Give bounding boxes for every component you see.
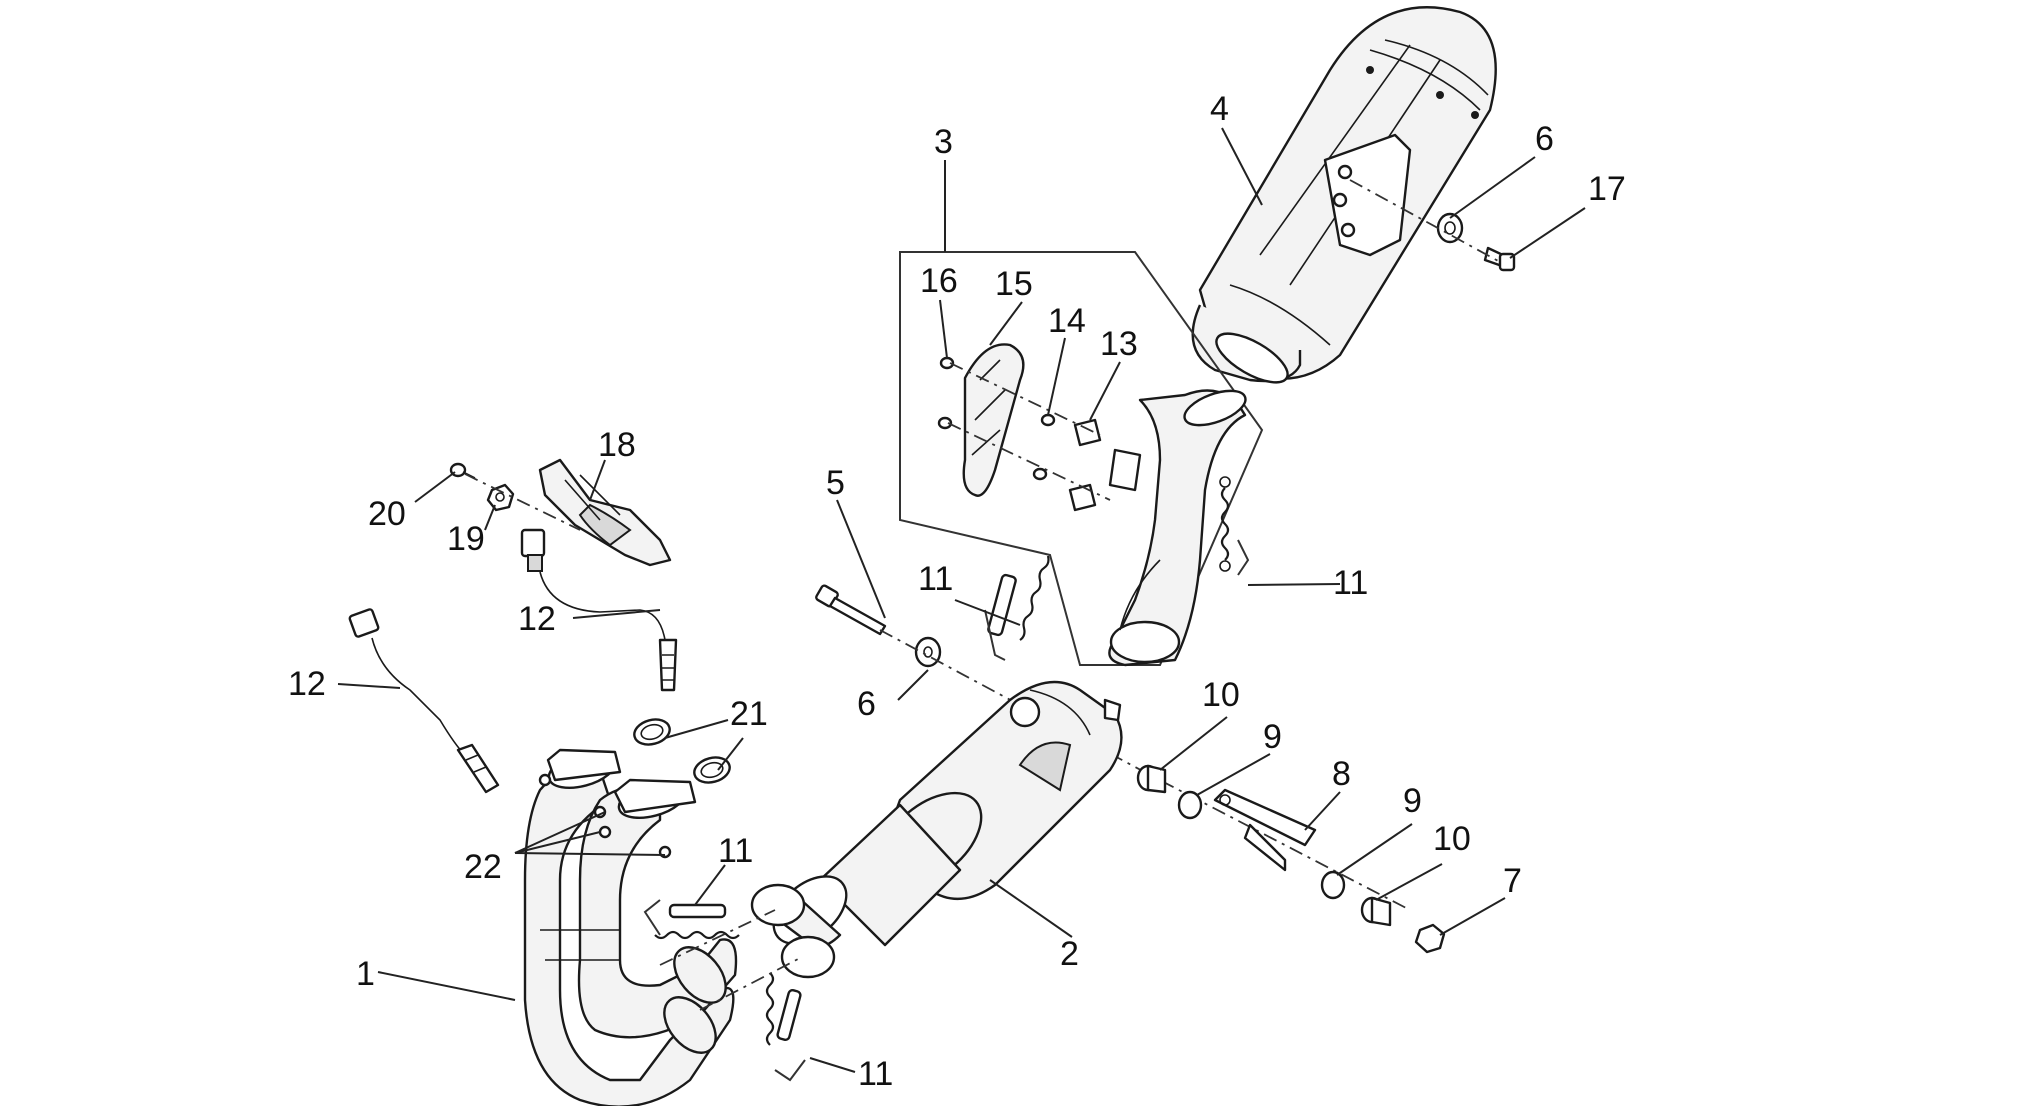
callout-14: 14 (1048, 302, 1086, 340)
callout-16: 16 (920, 262, 958, 300)
part-heat-shield (962, 343, 1025, 497)
part-exhaust-headers (523, 748, 738, 1106)
part-spring-middle (984, 555, 1050, 661)
callout-22: 22 (464, 848, 502, 886)
callout-12a: 12 (518, 600, 556, 638)
part-washer-upper (1436, 212, 1464, 244)
callout-11b: 11 (918, 560, 953, 598)
part-clip-13 (1068, 418, 1102, 512)
callout-13: 13 (1100, 325, 1138, 363)
callout-17: 17 (1588, 170, 1626, 208)
part-link-pipe (1108, 389, 1247, 667)
part-lambda-sensor-lower (348, 608, 500, 794)
part-silencer-upper (1191, 6, 1497, 384)
callout-9b: 9 (1403, 782, 1422, 820)
callout-6a: 6 (1535, 120, 1554, 158)
part-washer-lower (914, 636, 942, 668)
part-nut-19 (486, 483, 515, 512)
leader-lines (337, 127, 1586, 1073)
part-bolt-long (815, 584, 887, 636)
part-sensor-bracket (538, 458, 672, 567)
part-washer-14 (1032, 413, 1056, 481)
part-lambda-sensor-upper (520, 528, 678, 692)
part-gasket-21 (633, 718, 731, 784)
callout-1: 1 (356, 955, 375, 993)
callout-labels: 1 2 3 4 5 6 6 7 8 9 9 10 10 11 11 11 11 … (288, 90, 1626, 1093)
part-collector-silencer (750, 680, 1123, 979)
part-washer-9-upper (1177, 790, 1203, 820)
part-washer-9-lower (1320, 870, 1346, 900)
part-bolt-upper (1483, 246, 1516, 272)
callout-10b: 10 (1433, 820, 1471, 858)
callout-15: 15 (995, 265, 1033, 303)
callout-19: 19 (447, 520, 485, 558)
callout-4: 4 (1210, 90, 1229, 128)
part-screw-20 (449, 462, 476, 479)
callout-11a: 11 (1333, 564, 1368, 602)
callout-8: 8 (1332, 755, 1351, 793)
callout-18: 18 (598, 426, 636, 464)
callout-7: 7 (1503, 862, 1522, 900)
callout-11c: 11 (718, 832, 753, 870)
kit-3-boundary (899, 251, 1264, 666)
callout-12b: 12 (288, 665, 326, 703)
part-spacer-10-lower (1360, 896, 1392, 927)
callout-20: 20 (368, 495, 406, 533)
callout-5: 5 (826, 464, 845, 502)
part-spring-left (643, 899, 740, 940)
part-spring-right (1219, 476, 1250, 576)
part-bracket-8 (1213, 788, 1317, 872)
callout-9a: 9 (1263, 718, 1282, 756)
callout-2: 2 (1060, 935, 1079, 973)
callout-11d: 11 (858, 1055, 893, 1093)
callout-21: 21 (730, 695, 768, 733)
callout-10a: 10 (1202, 676, 1240, 714)
part-spacer-10-upper (1136, 764, 1167, 794)
callout-6b: 6 (857, 685, 876, 723)
part-screw-16 (937, 356, 955, 430)
part-nut-7 (1414, 923, 1446, 954)
callout-3: 3 (934, 123, 953, 161)
part-spring-bottom (765, 972, 806, 1082)
